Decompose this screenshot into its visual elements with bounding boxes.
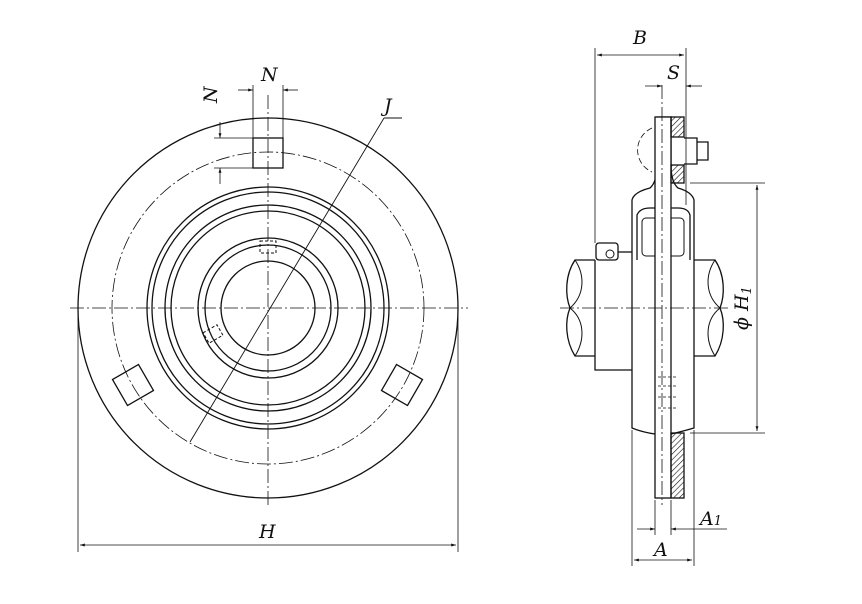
label-s: S [667,62,680,84]
side-center-lines [560,85,730,505]
n-dimension [214,85,298,184]
side-view [560,48,765,566]
bolt-slot-left [111,363,155,407]
bolt-head-circle [637,127,653,173]
label-a1: A1 [698,508,722,530]
side-dimensions [594,48,765,566]
bolt-slot-right [380,363,424,407]
center-lines [70,95,468,505]
front-view [70,85,468,552]
bolt [684,137,709,165]
label-a: A [652,539,668,561]
j-leader [189,117,385,443]
flange-plate [654,116,672,499]
label-h: H [258,521,276,543]
label-n-side: N [200,85,222,104]
set-screws [202,240,277,344]
locking-collar [594,260,632,371]
label-n-top: N [260,64,279,86]
h-dimension [77,310,459,552]
hatched-mount-upper [670,116,685,138]
bolt-slot-top [252,137,284,169]
label-b: B [632,27,647,49]
label-j: J [380,95,393,117]
hatched-mount-lower [670,432,685,499]
label-h1: ϕ H1 [731,286,755,330]
